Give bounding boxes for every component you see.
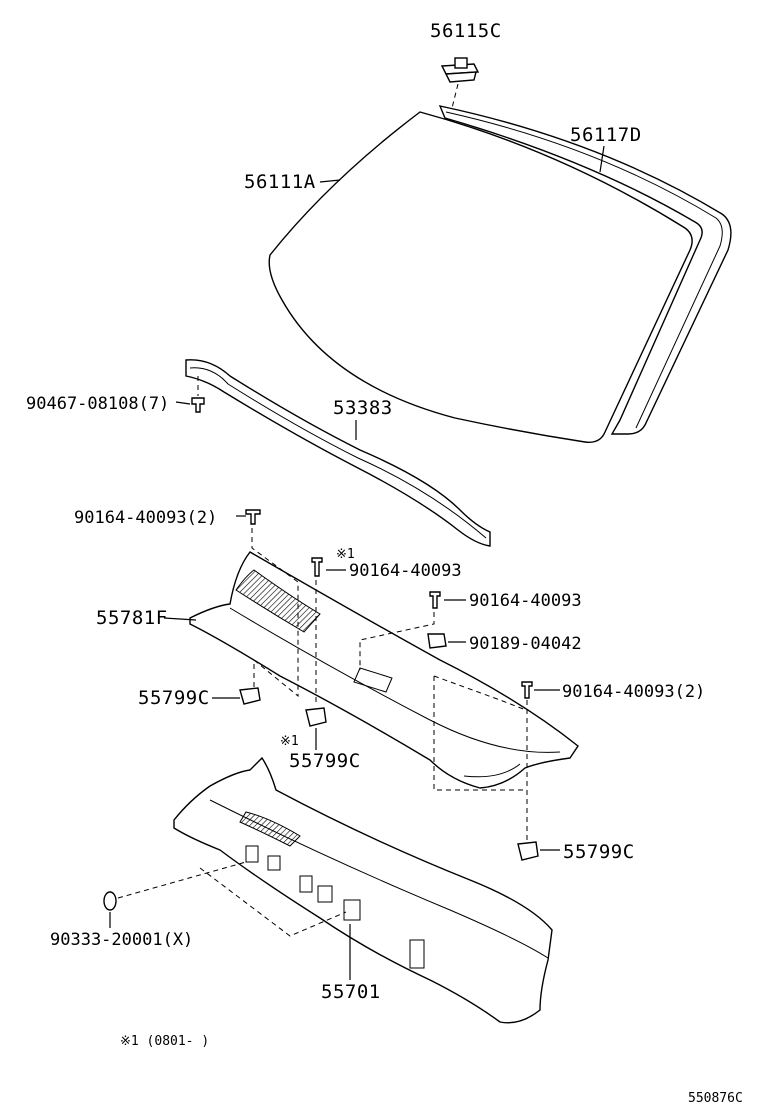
windshield-glass-icon [268,111,693,443]
clip-icon [239,687,261,705]
label-90189-04042: 90189-04042 [469,634,582,654]
retainer-clip-icon [440,57,480,83]
screw-icon [429,591,441,609]
label-90164-40093-b: 90164-40093 [469,591,582,611]
screw-icon [521,681,533,699]
screw-icon [245,509,261,525]
label-90164-40093-a: 90164-40093 [349,561,462,581]
label-56117D: 56117D [570,124,642,146]
clip-icon [517,841,539,861]
cowl-seal-icon [185,359,491,547]
screw-icon [311,557,323,577]
footnote: ※1 (0801- ) [120,1034,210,1049]
label-55799C-mid: 55799C [289,750,361,772]
label-90333-20001: 90333-20001(X) [50,930,194,950]
label-56111A: 56111A [244,171,316,193]
label-90164-40093-top: 90164-40093(2) [74,508,218,528]
label-53383: 53383 [333,397,393,419]
label-55701: 55701 [321,981,381,1003]
label-55781F: 55781F [96,607,168,629]
label-90467-08108: 90467-08108(7) [26,394,170,414]
clip-icon [305,707,327,727]
label-55799C-left: 55799C [138,687,210,709]
label-90164-40093-right: 90164-40093(2) [562,682,706,702]
note-mark-1: ※1 [336,547,355,562]
figure-id: 550876C [688,1091,743,1106]
nut-icon [427,633,447,649]
cowl-panel-icon [173,756,553,1024]
push-clip-icon [191,397,205,413]
label-55799C-right: 55799C [563,841,635,863]
plug-icon [103,891,117,911]
cowl-louver-icon [189,551,579,789]
note-mark-2: ※1 [280,734,299,749]
windshield-molding-icon [438,105,732,435]
label-56115C: 56115C [430,20,502,42]
